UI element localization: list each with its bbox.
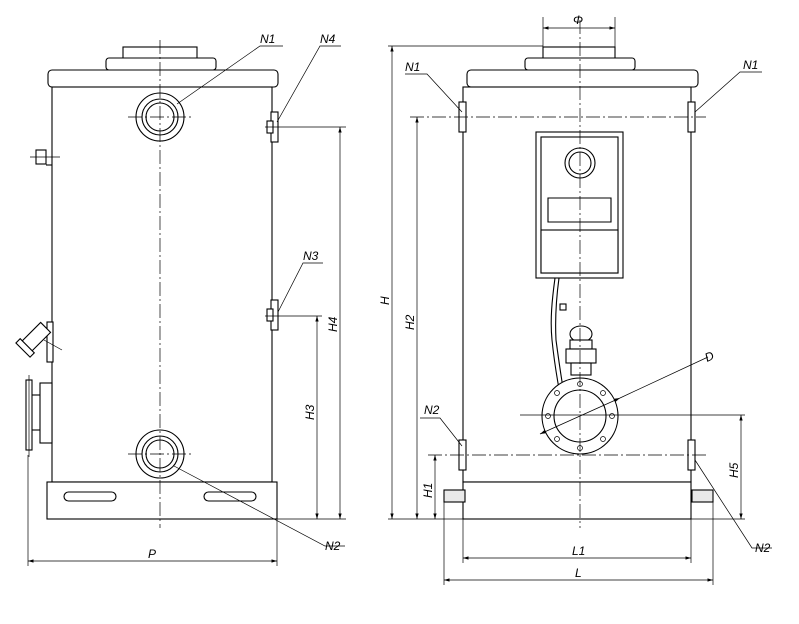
dim-h-label: H — [378, 296, 392, 305]
base-slot-left — [63, 491, 117, 502]
side-view: P H3 H4 N1 N4 N3 N2 — [15, 32, 346, 566]
base-slot-right — [203, 491, 257, 502]
leg-left — [443, 489, 466, 503]
dim-l1-label: L1 — [572, 544, 585, 558]
burner-assembly — [565, 325, 597, 376]
side-burner-nozzle — [15, 321, 63, 363]
front-view: Φ — [378, 13, 772, 585]
dim-d-label: D — [703, 348, 717, 364]
dim-h4-label: H4 — [326, 316, 340, 332]
label-n2-front-right: N2 — [755, 541, 771, 555]
label-n2-front-left: N2 — [424, 403, 440, 417]
control-panel — [535, 131, 624, 279]
dim-h3-label: H3 — [303, 404, 317, 420]
label-n1-front-left: N1 — [405, 60, 420, 74]
label-n1-side: N1 — [260, 32, 275, 46]
dim-phi-label: Φ — [573, 13, 583, 27]
dim-h5-label: H5 — [727, 462, 741, 478]
side-flange-lower — [25, 375, 53, 457]
dim-l-label: L — [575, 566, 582, 580]
dim-h2-label: H2 — [403, 314, 417, 330]
label-n3: N3 — [303, 249, 319, 263]
dim-p-label: P — [148, 547, 156, 561]
label-n1-front-right: N1 — [743, 58, 758, 72]
label-n2-side: N2 — [325, 539, 341, 553]
leg-right — [691, 489, 714, 503]
label-n4: N4 — [320, 32, 336, 46]
dim-h1-label: H1 — [421, 483, 435, 498]
